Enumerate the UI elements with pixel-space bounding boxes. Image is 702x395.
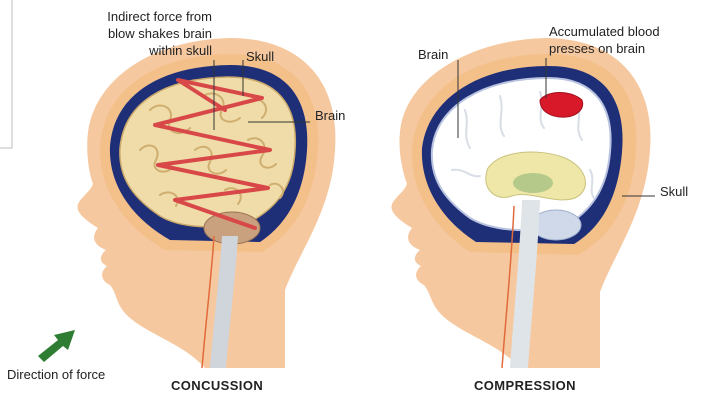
skull-label-left: Skull [246,48,274,65]
compression-caption: COMPRESSION [474,378,576,393]
thalamus-right [513,173,553,193]
concussion-caption: CONCUSSION [171,378,263,393]
accumulated-blood-label: Accumulated blood presses on brain [549,23,660,57]
skull-label-right: Skull [660,183,688,200]
compression-illustration [391,38,655,368]
concussion-illustration [38,38,335,368]
force-arrow [38,330,75,362]
brain-label-right: Brain [418,46,448,63]
force-description-label: Indirect force from blow shakes brain wi… [64,8,212,59]
direction-of-force-label: Direction of force [7,366,105,383]
frame-line [0,0,12,148]
brain-label-left: Brain [315,107,345,124]
